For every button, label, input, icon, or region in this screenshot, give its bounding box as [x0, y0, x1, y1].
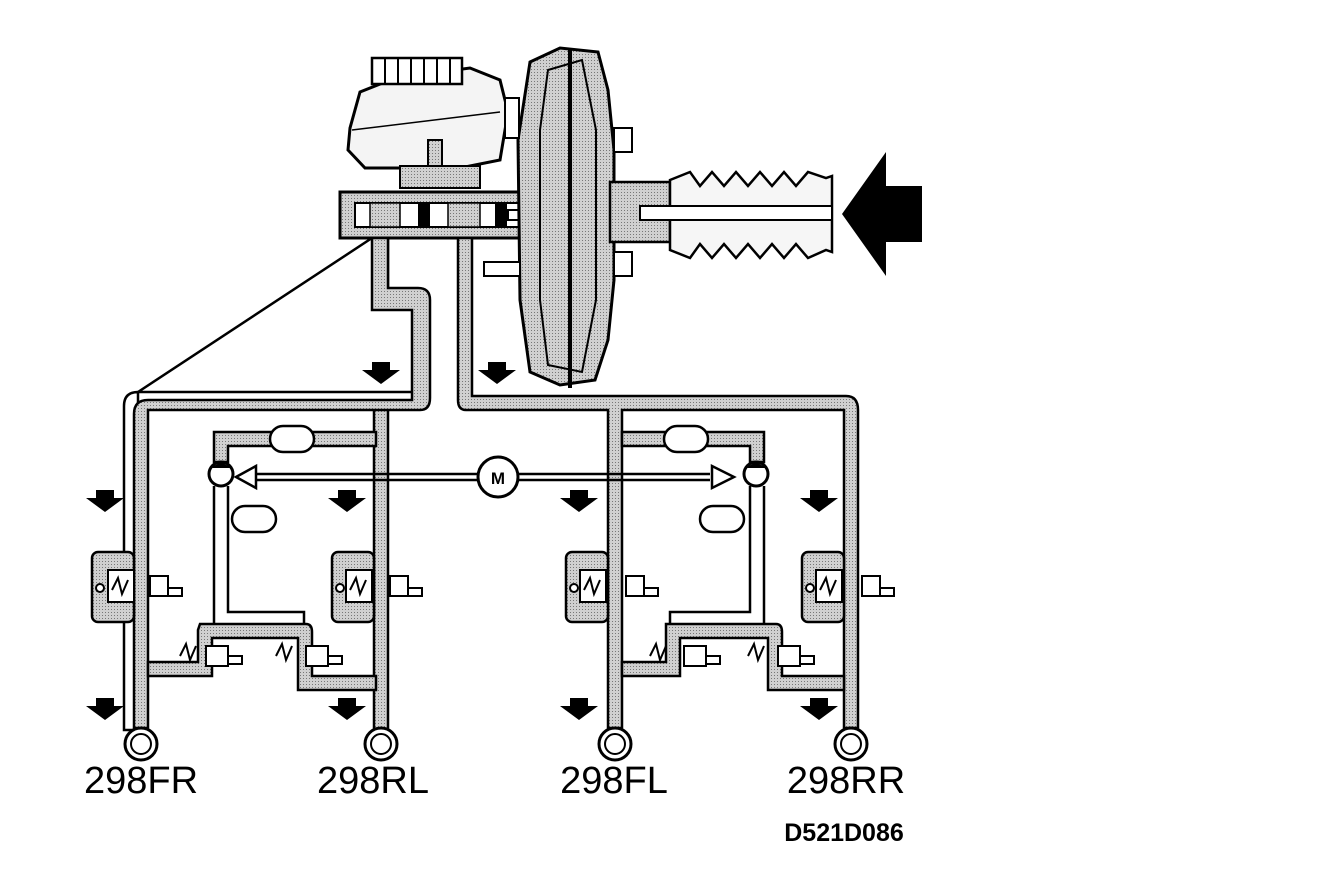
flow-arrows	[86, 362, 838, 720]
motor-symbol	[476, 455, 520, 499]
pedal-force-arrow	[842, 152, 922, 276]
figure-code: D521D086	[784, 819, 904, 847]
flow-arrow	[478, 362, 516, 384]
inlet-valve-rr	[800, 550, 895, 624]
outlet-valve-rr	[747, 641, 815, 667]
flow-arrow	[800, 490, 838, 512]
wheel-label-fr: 298FR	[84, 760, 198, 802]
flow-arrow	[328, 698, 366, 720]
flow-arrow	[800, 698, 838, 720]
main-brake-lines	[122, 236, 860, 732]
abs-module-left	[90, 424, 423, 692]
brake-booster	[483, 46, 633, 388]
fluid-reservoir	[346, 56, 510, 189]
flow-arrow	[362, 362, 400, 384]
outlet-valve-rl	[275, 641, 343, 667]
master-cylinder-assembly	[338, 46, 922, 388]
shaft-arrow-left	[233, 463, 258, 491]
inlet-valve-rl	[330, 550, 423, 624]
outlet-valve-fr	[179, 641, 243, 667]
wheel-cylinder-rl	[363, 726, 399, 762]
wheel-cylinder-fr	[123, 726, 159, 762]
push-rod-boot	[608, 170, 834, 260]
flow-arrow	[560, 490, 598, 512]
wheel-cylinders	[123, 726, 869, 762]
outlet-valve-fl	[649, 641, 721, 667]
abs-module-right	[564, 424, 895, 692]
shaft-arrow-right	[710, 463, 737, 491]
wheel-label-fl: 298FL	[560, 760, 668, 802]
wheel-cylinder-fl	[597, 726, 633, 762]
inlet-valve-fl	[564, 550, 659, 624]
flow-arrow	[86, 698, 124, 720]
pump-motor: M	[233, 455, 737, 499]
wheel-label-rl: 298RL	[317, 760, 429, 802]
flow-arrow	[86, 490, 124, 512]
inlet-valve-fr	[90, 550, 183, 624]
motor-label: M	[491, 469, 505, 488]
wheel-cylinder-rr	[833, 726, 869, 762]
flow-arrow	[328, 490, 366, 512]
flow-arrow	[560, 698, 598, 720]
wheel-label-rr: 298RR	[787, 760, 905, 802]
